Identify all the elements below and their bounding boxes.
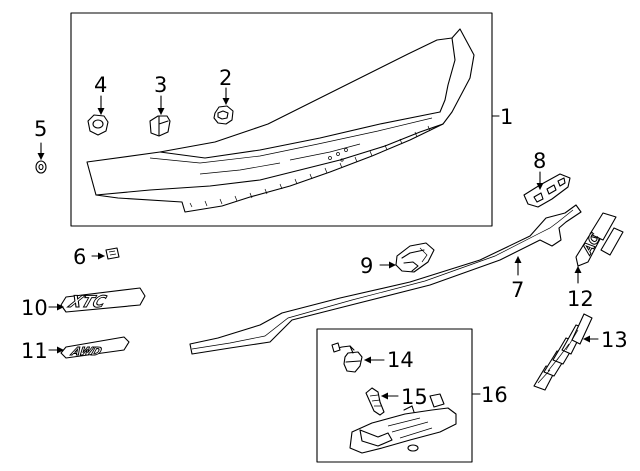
callout-3: 3	[154, 73, 167, 97]
callout-1: 1	[500, 105, 513, 129]
nut-part-2	[213, 105, 234, 125]
bracket-part-8	[523, 173, 571, 208]
awd-emblem-text: AWD	[69, 344, 104, 358]
connector-part-9	[395, 242, 435, 273]
washer-part-5	[35, 160, 47, 174]
callout-11: 11	[21, 339, 48, 363]
grommet-part-4	[87, 114, 109, 136]
rear-spoiler	[86, 28, 475, 213]
callout-8: 8	[533, 149, 546, 173]
socket-part-14	[331, 342, 363, 373]
ac-emblem-part-12: AC	[575, 212, 624, 267]
callout-9: 9	[360, 254, 373, 278]
callout-12: 12	[567, 287, 594, 311]
callout-16: 16	[481, 383, 508, 407]
callout-6: 6	[73, 245, 86, 269]
callout-2: 2	[219, 66, 232, 90]
callout-13: 13	[601, 328, 628, 352]
license-lamp-housing	[349, 393, 457, 454]
molding-part-7	[189, 204, 582, 355]
callout-10: 10	[21, 296, 48, 320]
awd-emblem-part-11: AWD	[60, 336, 130, 359]
spoiler-group-box	[70, 12, 493, 227]
callout-7: 7	[511, 278, 524, 302]
xtc-emblem-text: XTC	[66, 292, 109, 310]
clip-part-3	[149, 115, 171, 137]
bulb-part-15	[365, 387, 385, 416]
callout-14: 14	[387, 348, 414, 372]
callout-5: 5	[34, 117, 47, 141]
callout-15: 15	[401, 385, 428, 409]
callout-4: 4	[94, 73, 107, 97]
nameplate-emblem-part-13	[533, 313, 593, 391]
clip-part-6	[105, 247, 120, 260]
xtc-emblem-part-10: XTC	[60, 287, 146, 313]
lamp-group-box	[316, 328, 473, 463]
